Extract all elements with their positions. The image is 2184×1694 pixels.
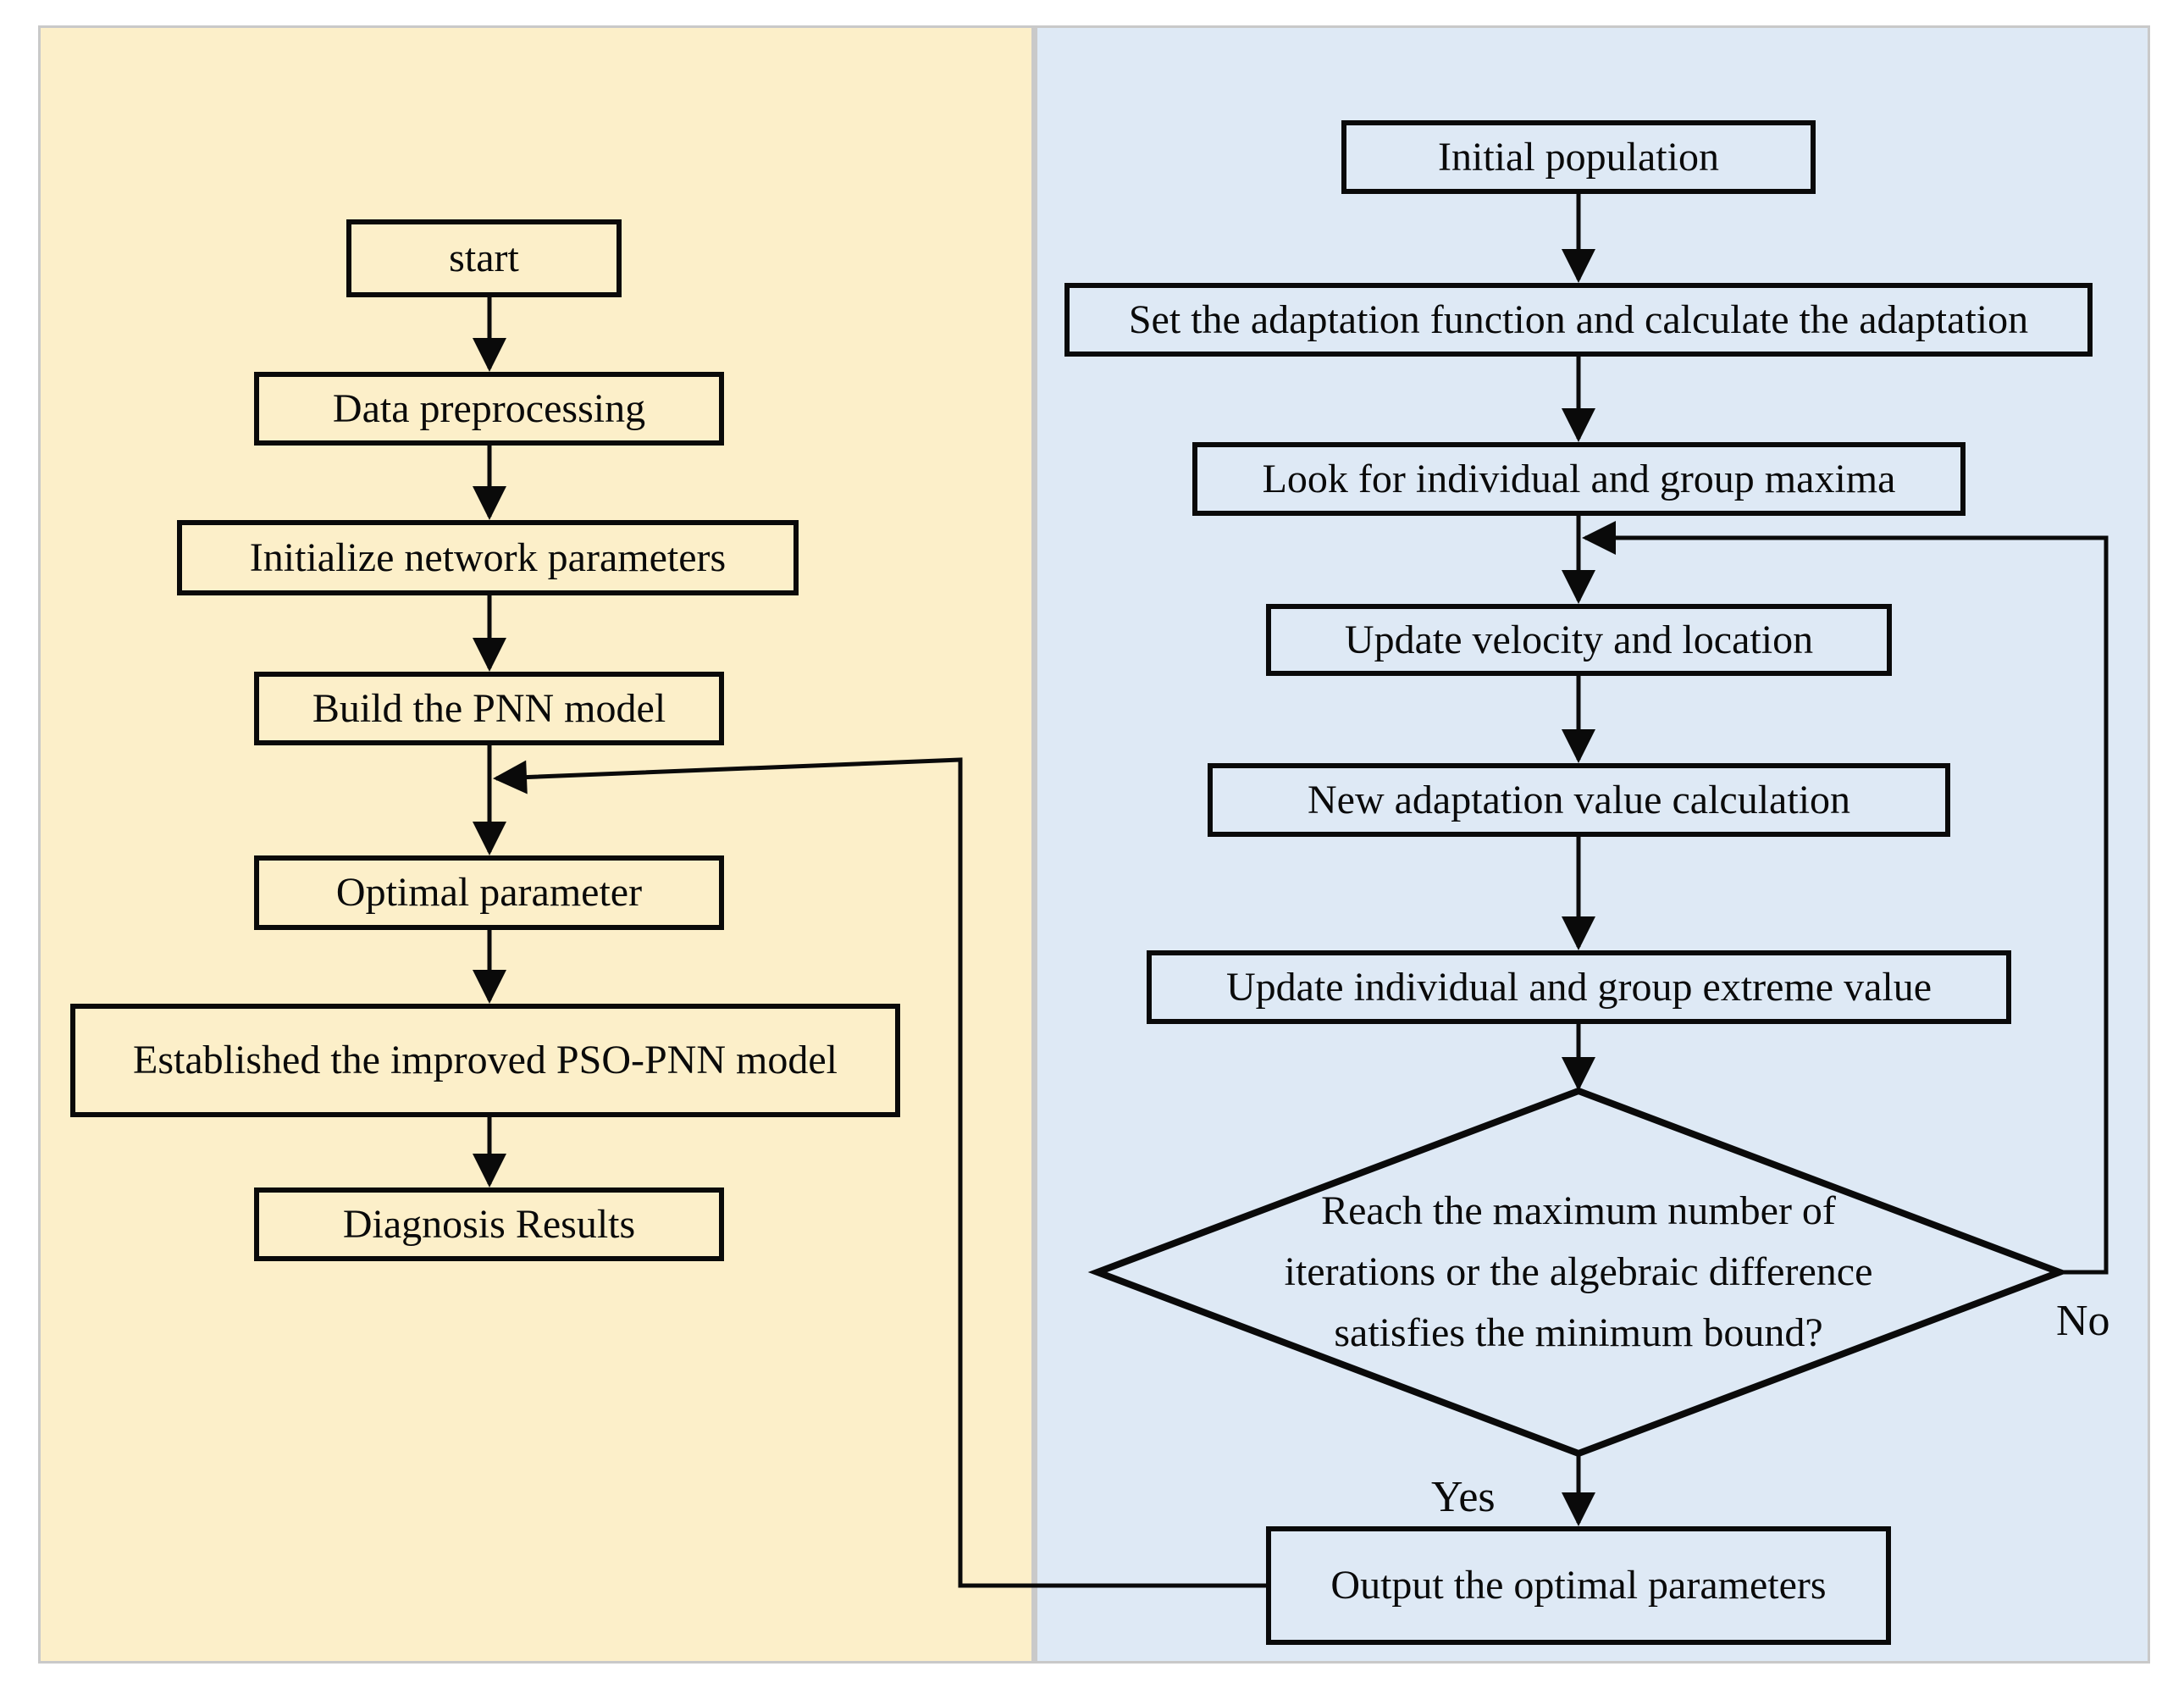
node-update-extreme-value: Update individual and group extreme valu…	[1147, 950, 2011, 1024]
node-update-velocity-location: Update velocity and location	[1266, 604, 1892, 676]
node-initialize-network-parameters: Initialize network parameters	[177, 520, 799, 595]
node-established-pso-pnn-model: Established the improved PSO-PNN model	[70, 1004, 900, 1117]
node-look-for-maxima: Look for individual and group maxima	[1192, 442, 1966, 516]
decision-line-1: Reach the maximum number of	[1321, 1188, 1836, 1233]
node-build-pnn-model: Build the PNN model	[254, 672, 724, 745]
pso-panel-background	[1037, 28, 2148, 1661]
node-diagnosis-results-label: Diagnosis Results	[342, 1201, 636, 1247]
node-data-preprocessing: Data preprocessing	[254, 372, 724, 446]
node-new-adaptation-value-label: New adaptation value calculation	[1307, 777, 1851, 822]
node-start: start	[346, 219, 622, 297]
node-output-optimal-parameters-label: Output the optimal parameters	[1330, 1563, 1827, 1608]
node-output-optimal-parameters: Output the optimal parameters	[1266, 1526, 1891, 1645]
node-new-adaptation-value: New adaptation value calculation	[1208, 763, 1950, 837]
node-established-pso-pnn-model-label: Established the improved PSO-PNN model	[133, 1038, 838, 1083]
node-diagnosis-results: Diagnosis Results	[254, 1187, 724, 1261]
node-look-for-maxima-label: Look for individual and group maxima	[1262, 456, 1896, 501]
node-initial-population-label: Initial population	[1438, 134, 1719, 180]
node-optimal-parameter-label: Optimal parameter	[335, 870, 643, 916]
decision-line-3: satisfies the minimum bound?	[1334, 1310, 1823, 1355]
decision-line-2: iterations or the algebraic difference	[1284, 1249, 1873, 1294]
node-build-pnn-model-label: Build the PNN model	[312, 685, 666, 731]
node-start-label: start	[449, 235, 519, 281]
yes-branch-label: Yes	[1431, 1473, 1496, 1521]
decision-diamond-text: Reach the maximum number of iterations o…	[1087, 1181, 2070, 1364]
node-optimal-parameter: Optimal parameter	[254, 855, 724, 930]
node-set-adaptation-function-label: Set the adaptation function and calculat…	[1128, 296, 2029, 342]
node-update-extreme-value-label: Update individual and group extreme valu…	[1225, 964, 1932, 1010]
node-update-velocity-location-label: Update velocity and location	[1344, 617, 1814, 662]
node-initial-population: Initial population	[1341, 120, 1816, 194]
node-set-adaptation-function: Set the adaptation function and calculat…	[1064, 283, 2093, 357]
node-initialize-network-parameters-label: Initialize network parameters	[249, 534, 727, 580]
node-data-preprocessing-label: Data preprocessing	[332, 385, 646, 431]
no-branch-label: No	[2056, 1297, 2110, 1345]
